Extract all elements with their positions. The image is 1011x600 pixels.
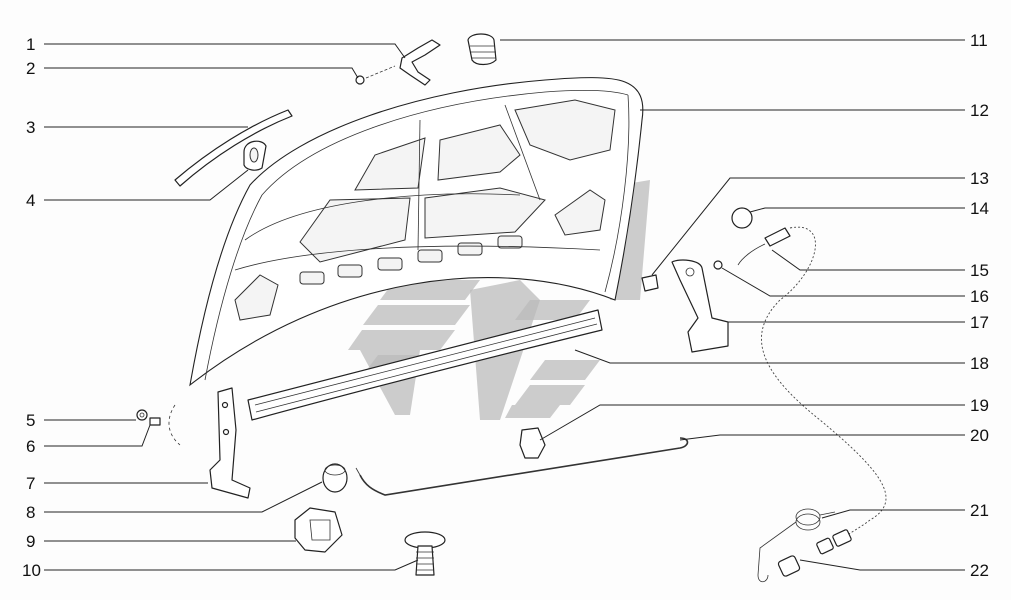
rubber-buffer: [322, 463, 348, 493]
release-cable: [761, 226, 887, 546]
callout-21: 21: [970, 501, 989, 520]
fastening-screw: [404, 531, 446, 576]
callout-17: 17: [970, 313, 989, 332]
leader-19: [539, 404, 965, 441]
leader-22: [799, 559, 965, 571]
callout-1: 1: [26, 35, 35, 54]
callout-20: 20: [970, 426, 989, 445]
leader-16: [721, 267, 965, 297]
callout-5: 5: [26, 411, 35, 430]
cable-cap: [731, 207, 753, 229]
safety-catch: [355, 39, 441, 86]
callout-11: 11: [970, 31, 988, 50]
callout-13: 13: [970, 169, 989, 188]
callout-12: 12: [970, 101, 989, 120]
seal-clip: [243, 140, 267, 171]
callout-9: 9: [26, 532, 35, 551]
callouts-left: 1 2 3 4 5 6 7 8 9 10: [22, 35, 41, 580]
rod-clip: [519, 427, 546, 459]
callout-18: 18: [970, 354, 989, 373]
leader-4: [44, 169, 249, 201]
nut: [713, 260, 723, 270]
callout-2: 2: [26, 59, 35, 78]
leader-6: [44, 424, 151, 447]
leader-1: [44, 43, 406, 59]
callout-10: 10: [22, 561, 41, 580]
leader-20: [679, 434, 965, 441]
callout-15: 15: [970, 261, 989, 280]
cross-member: [247, 309, 603, 421]
leader-14: [749, 207, 965, 213]
release-bolt: [641, 274, 659, 292]
callout-16: 16: [970, 287, 989, 306]
return-spring: [757, 508, 836, 583]
release-handle: [671, 259, 729, 353]
leader-10: [44, 559, 419, 571]
leader-21: [821, 509, 965, 519]
callout-3: 3: [26, 118, 35, 137]
callout-7: 7: [26, 474, 35, 493]
leaders-right: [500, 39, 965, 571]
leader-18: [574, 349, 965, 364]
leader-15: [771, 249, 965, 271]
prop-rod: [355, 437, 689, 496]
rubber-bumper: [467, 33, 497, 66]
latch-striker: [777, 529, 852, 577]
seal-strip: [174, 109, 293, 187]
leaders-left: [44, 43, 419, 571]
leader-8: [44, 481, 323, 513]
callout-22: 22: [970, 561, 989, 580]
callout-4: 4: [26, 191, 35, 210]
callout-8: 8: [26, 503, 35, 522]
hood-panel: [189, 77, 644, 387]
hood-hinge: [209, 387, 251, 499]
hinge-bolt: [136, 404, 181, 446]
leader-13: [651, 177, 965, 276]
latch-bracket: [294, 507, 343, 553]
callout-14: 14: [970, 199, 989, 218]
cable-end: [737, 227, 791, 266]
callouts-right: 11 12 13 14 15 16 17 18 19 20 21 22: [970, 31, 989, 580]
leader-2: [44, 67, 359, 79]
callout-6: 6: [26, 437, 35, 456]
callout-19: 19: [970, 396, 989, 415]
